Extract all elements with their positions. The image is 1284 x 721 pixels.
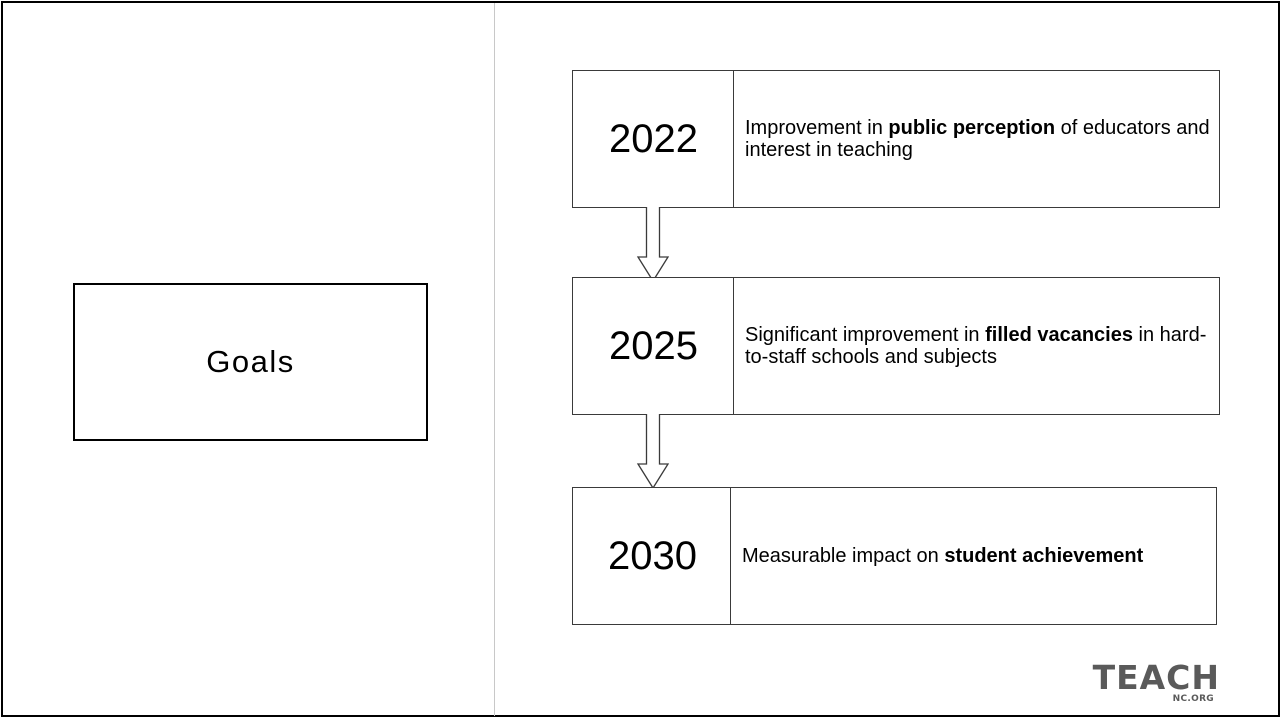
year-label: 2025	[609, 323, 698, 368]
year-box-2030: 2030	[572, 487, 733, 625]
goal-description-2030: Measurable impact on student achievement	[730, 487, 1217, 625]
down-arrow-icon	[636, 414, 670, 490]
column-divider	[494, 3, 495, 716]
teachnc-logo: TEACH NC.ORG	[1088, 660, 1220, 712]
logo-wordmark: TEACH	[1092, 658, 1220, 697]
logo-subtext: NC.ORG	[1172, 694, 1214, 704]
goal-text: Significant improvement in filled vacanc…	[745, 324, 1207, 368]
year-label: 2022	[609, 116, 698, 161]
year-box-2022: 2022	[572, 70, 735, 208]
goals-box: Goals	[73, 283, 428, 441]
year-label: 2030	[608, 533, 697, 578]
year-box-2025: 2025	[572, 277, 735, 415]
goal-text: Measurable impact on student achievement	[742, 545, 1144, 567]
goal-description-2025: Significant improvement in filled vacanc…	[733, 277, 1220, 415]
down-arrow-icon	[636, 207, 670, 283]
goal-text: Improvement in public perception of educ…	[745, 117, 1210, 161]
goal-description-2022: Improvement in public perception of educ…	[733, 70, 1220, 208]
goals-label: Goals	[206, 344, 295, 379]
